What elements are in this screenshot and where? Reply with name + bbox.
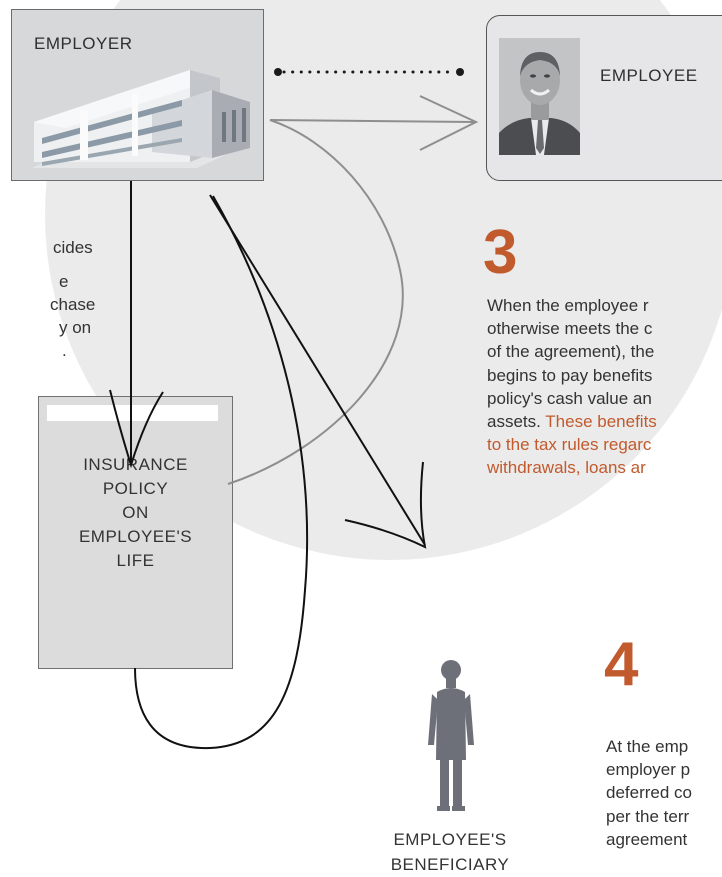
step3-line: When the employee r <box>487 296 649 315</box>
person-portrait-icon <box>499 38 580 155</box>
step4-line: employer p <box>606 760 691 780</box>
employee-box: EMPLOYEE <box>486 15 722 181</box>
death-benefit-arrow-line <box>209 194 426 546</box>
cash-value-loop-arrow <box>227 119 476 485</box>
step4-text: At the emp employer p deferred co per th… <box>606 735 692 851</box>
step3-line: assets. These benefits <box>487 410 657 433</box>
step1-line: . <box>62 341 67 360</box>
step3-line-plain: assets. <box>487 412 546 432</box>
step3-line: policy's cash value an <box>487 388 652 408</box>
step3-highlight-line: withdrawals, loans ar <box>487 458 646 478</box>
step4-line: agreement <box>606 829 688 849</box>
employee-photo <box>499 38 580 155</box>
beneficiary-label: EMPLOYEE'S BENEFICIARY <box>390 830 510 874</box>
woman-figure-icon <box>428 660 474 811</box>
step4-number: 4 <box>604 630 639 699</box>
step1-line: chase <box>50 295 96 314</box>
step1-line: cides <box>53 238 93 257</box>
step3-line: otherwise meets the c <box>487 319 653 339</box>
step4-line: At the emp <box>606 737 689 756</box>
employee-arrowhead <box>419 95 479 151</box>
employer-box: EMPLOYER <box>11 9 264 181</box>
step3-highlight: These benefits <box>545 412 657 432</box>
step3-text: When the employee r otherwise meets the … <box>487 294 657 480</box>
employer-label: EMPLOYER <box>34 34 133 53</box>
dotted-connector <box>274 68 464 76</box>
step4-line: per the terr <box>606 806 690 826</box>
step3-line: of the agreement), the <box>487 342 655 362</box>
step1-line: y on <box>59 318 92 337</box>
step3-number: 3 <box>483 218 518 287</box>
policy-tab <box>47 405 218 421</box>
step1-line: e <box>59 272 69 291</box>
insurance-policy-label: INSURANCE POLICY ON EMPLOYEE'S LIFE <box>78 455 193 570</box>
step3-highlight-line: to the tax rules regarc <box>487 435 652 455</box>
premium-arrowhead <box>109 389 164 469</box>
employee-label: EMPLOYEE <box>600 66 698 85</box>
beneficiary-arrowhead <box>344 461 427 549</box>
policy-loop-line <box>134 195 309 750</box>
step3-line: begins to pay benefits <box>487 365 653 385</box>
step4-line: deferred co <box>606 783 692 803</box>
office-building-icon <box>32 70 250 168</box>
insurance-policy-box <box>38 396 233 669</box>
